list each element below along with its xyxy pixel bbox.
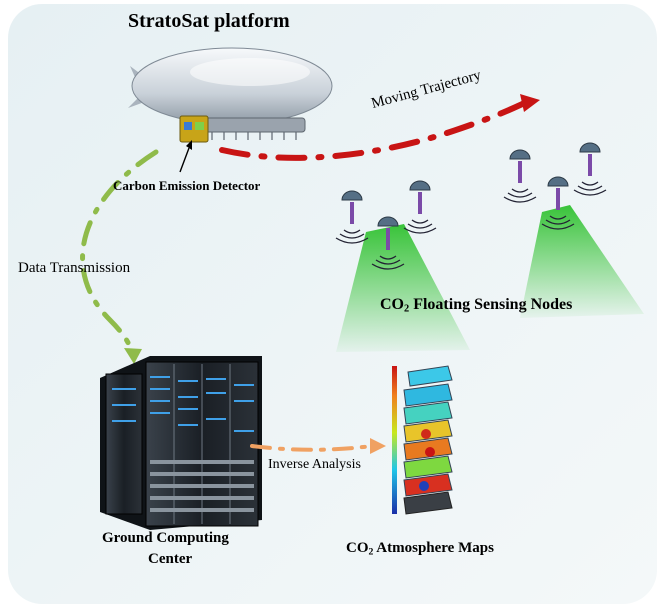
server-rack xyxy=(100,356,262,530)
sensing-node xyxy=(503,149,537,203)
sensing-node xyxy=(371,216,405,270)
sensing-node xyxy=(541,176,575,230)
inverse-analysis-label: Inverse Analysis xyxy=(268,457,361,472)
ground-center-label-line2: Center xyxy=(148,551,193,567)
inverse-arrowhead xyxy=(370,438,386,454)
trajectory-arrowhead xyxy=(520,94,540,112)
transmission-arrowhead xyxy=(124,348,142,364)
transmission-label: Data Transmission xyxy=(18,260,131,276)
sensing-node xyxy=(573,142,607,196)
stratosat-airship xyxy=(128,47,333,143)
sensing-beam-right xyxy=(520,205,644,318)
detector-label: Carbon Emission Detector xyxy=(113,178,261,193)
atmosphere-maps-label: CO2 Atmosphere Maps xyxy=(346,540,494,558)
platform-title: StratoSat platform xyxy=(128,10,290,32)
inverse-path xyxy=(250,444,374,452)
transmission-path xyxy=(80,149,159,355)
trajectory-path xyxy=(219,97,535,161)
detector-pointer xyxy=(179,147,190,173)
sensing-node xyxy=(403,180,437,234)
sensing-node xyxy=(335,190,369,244)
sensing-nodes-label: CO2 Floating Sensing Nodes xyxy=(380,296,573,315)
atmosphere-map-stack xyxy=(392,365,453,515)
sensing-beam-left xyxy=(336,224,470,352)
ground-center-label-line1: Ground Computing xyxy=(102,530,229,546)
